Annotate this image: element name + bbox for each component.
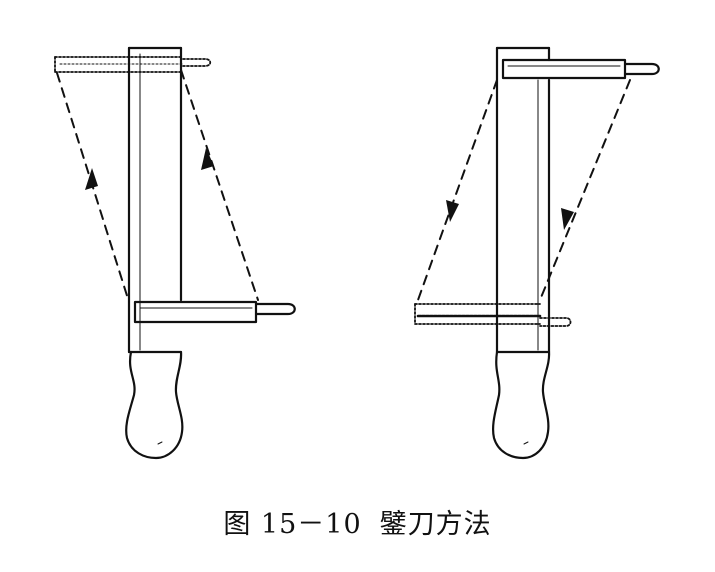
- right-strop: [495, 46, 551, 354]
- left-arrow-up-2: [201, 148, 214, 170]
- right-stropping-illustration: [414, 46, 660, 460]
- right-razor-bottom-position: [414, 303, 572, 327]
- right-arrow-down-1: [446, 200, 459, 222]
- left-razor-top-position: [54, 56, 212, 73]
- left-strop: [127, 46, 183, 354]
- right-arrow-down-2: [561, 208, 574, 230]
- left-razor-bottom-position: [133, 300, 296, 324]
- right-motion-paths: [417, 79, 631, 301]
- left-arrow-up-1: [85, 168, 98, 190]
- figure-title: 鐾刀方法: [379, 509, 492, 540]
- left-stropping-illustration: [54, 46, 296, 460]
- right-strop-handle: [491, 350, 551, 460]
- figure-caption: 图 15－10 鐾刀方法: [0, 502, 715, 541]
- figure-number: 图 15－10: [223, 509, 362, 540]
- left-strop-handle: [125, 350, 184, 460]
- right-razor-top-position: [501, 58, 660, 80]
